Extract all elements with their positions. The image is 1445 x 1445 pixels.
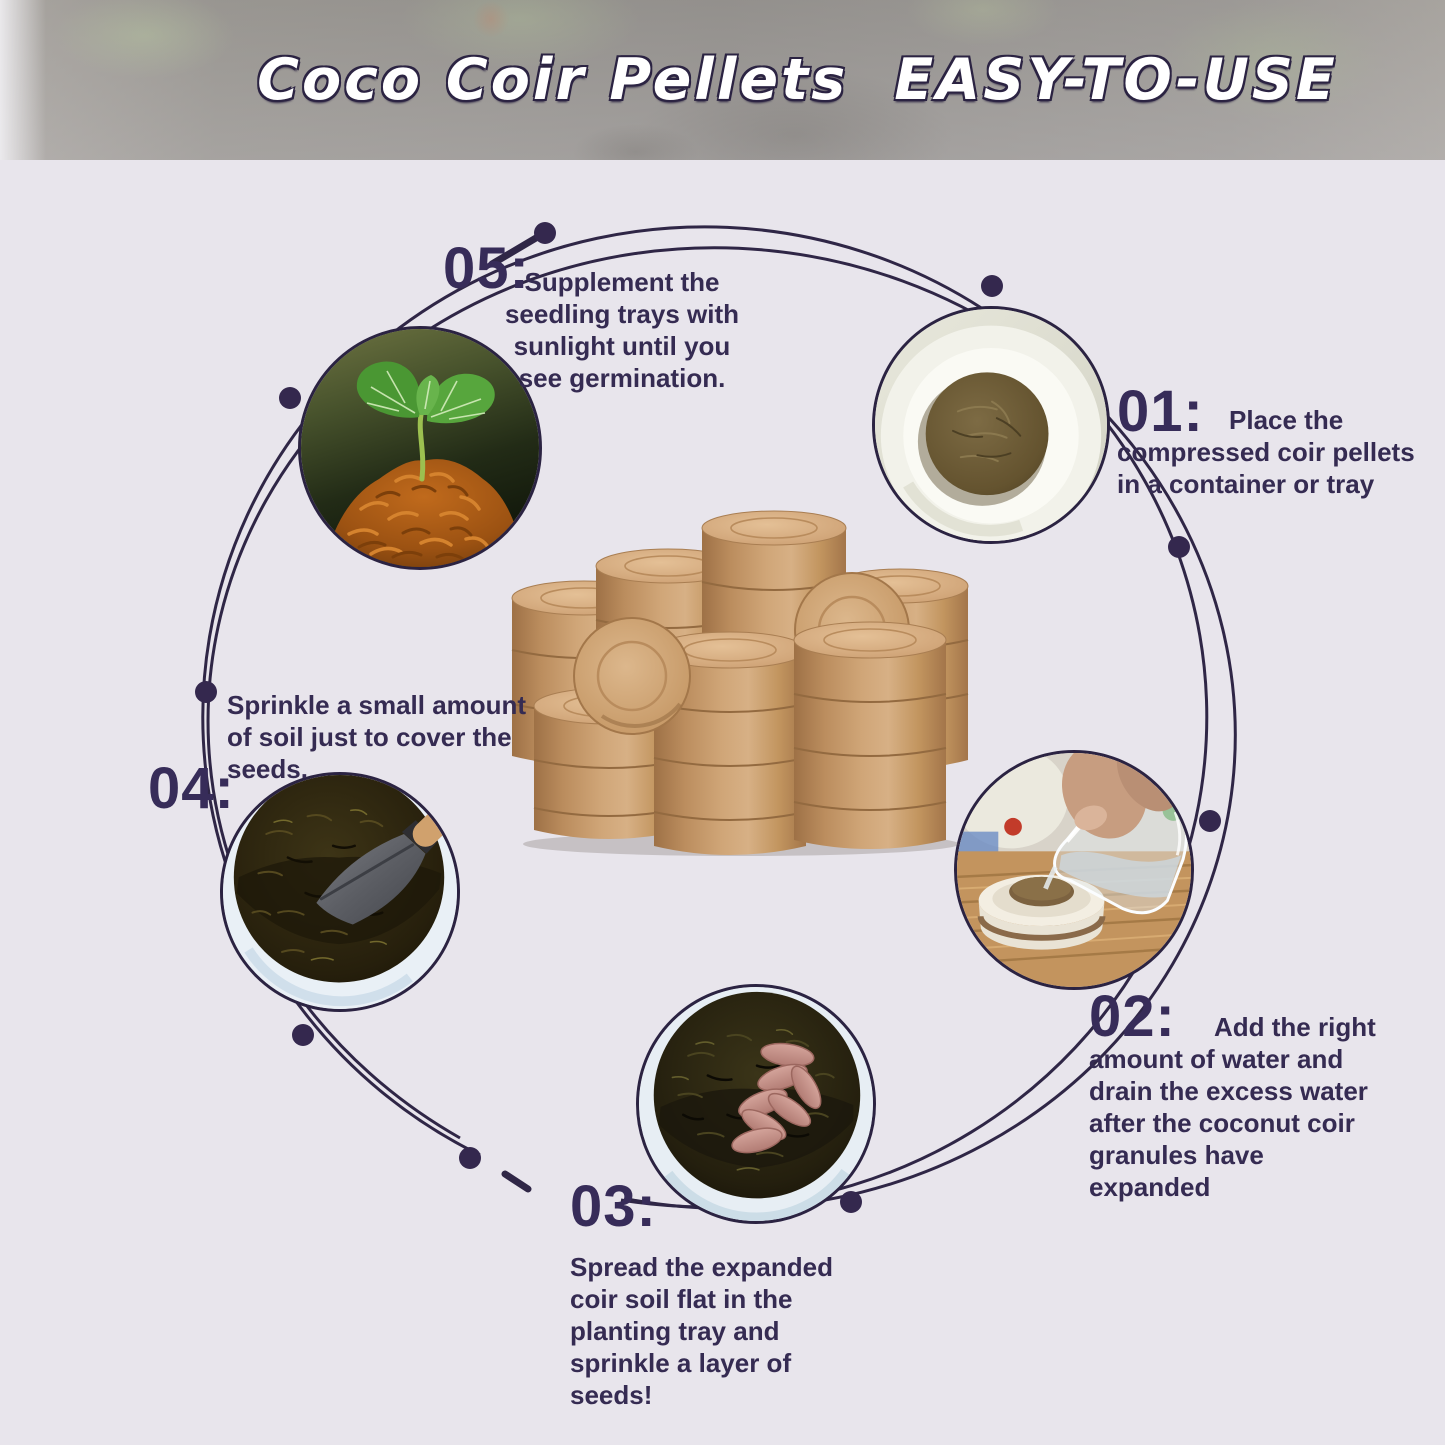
step1-photo-pellet-in-tray — [872, 306, 1110, 544]
step2-photo-pouring-water — [954, 750, 1194, 990]
orbit-ring-inner — [206, 246, 1237, 1210]
step-2-number: 02: — [1089, 984, 1176, 1049]
orbit-dot — [279, 387, 301, 409]
orbit-dot — [534, 222, 556, 244]
orbit-dot — [292, 1024, 314, 1046]
coir-pellet-stack-image — [511, 510, 969, 856]
page-header: Coco Coir Pellets EASY-TO-USE — [0, 0, 1445, 160]
title-product-name: Coco Coir Pellets — [257, 47, 849, 113]
step-3-description: Spread the expanded coir soil flat in th… — [570, 1252, 833, 1410]
pellet-tray-illustration — [875, 309, 1107, 541]
seed — [790, 1065, 822, 1110]
seedling-stem — [417, 412, 426, 482]
soil-trowel-illustration — [223, 775, 457, 1009]
orbit-dots — [195, 222, 1221, 1213]
orbit-dot — [195, 681, 217, 703]
step-2-description: Add the right amount of water and drain … — [1089, 1012, 1376, 1202]
step4-photo-soil-trowel — [220, 772, 460, 1012]
watering-illustration — [957, 753, 1191, 987]
step-5-number: 05: — [443, 236, 530, 301]
arrow-bottom — [501, 1170, 532, 1193]
title-easy-to-use: EASY-TO-USE — [894, 47, 1338, 113]
step-1-number: 01: — [1117, 379, 1204, 444]
orbit-dot — [459, 1147, 481, 1169]
orbit-dot — [981, 275, 1003, 297]
seeds — [731, 1042, 822, 1154]
orbit-ring-outer — [201, 225, 1209, 1209]
step-5-description: Supplement the seedling trays with sunli… — [504, 267, 740, 393]
seed — [731, 1127, 783, 1154]
step-1-description: Place the compressed coir pellets in a c… — [1117, 405, 1415, 499]
orbit-dot — [1199, 810, 1221, 832]
seed — [767, 1092, 812, 1127]
white-dish — [977, 874, 1106, 950]
arrow-top-left — [488, 231, 545, 268]
step-3-number: 03: — [570, 1174, 657, 1239]
step-4-number: 04: — [148, 756, 235, 821]
coir-mound — [323, 459, 525, 567]
page-title: Coco Coir Pellets EASY-TO-USE — [0, 0, 1445, 160]
leaning-pellet — [573, 617, 691, 735]
seedling-leaves — [356, 361, 495, 424]
step3-photo-seeds-on-soil — [636, 984, 876, 1224]
seeded-soil-illustration — [639, 987, 873, 1221]
step-4-description: Sprinkle a small amount of soil just to … — [227, 690, 527, 784]
orbit-dot — [1168, 536, 1190, 558]
seedling-illustration — [301, 329, 539, 567]
orbit-dot — [840, 1191, 862, 1213]
step5-photo-seedling — [298, 326, 542, 570]
